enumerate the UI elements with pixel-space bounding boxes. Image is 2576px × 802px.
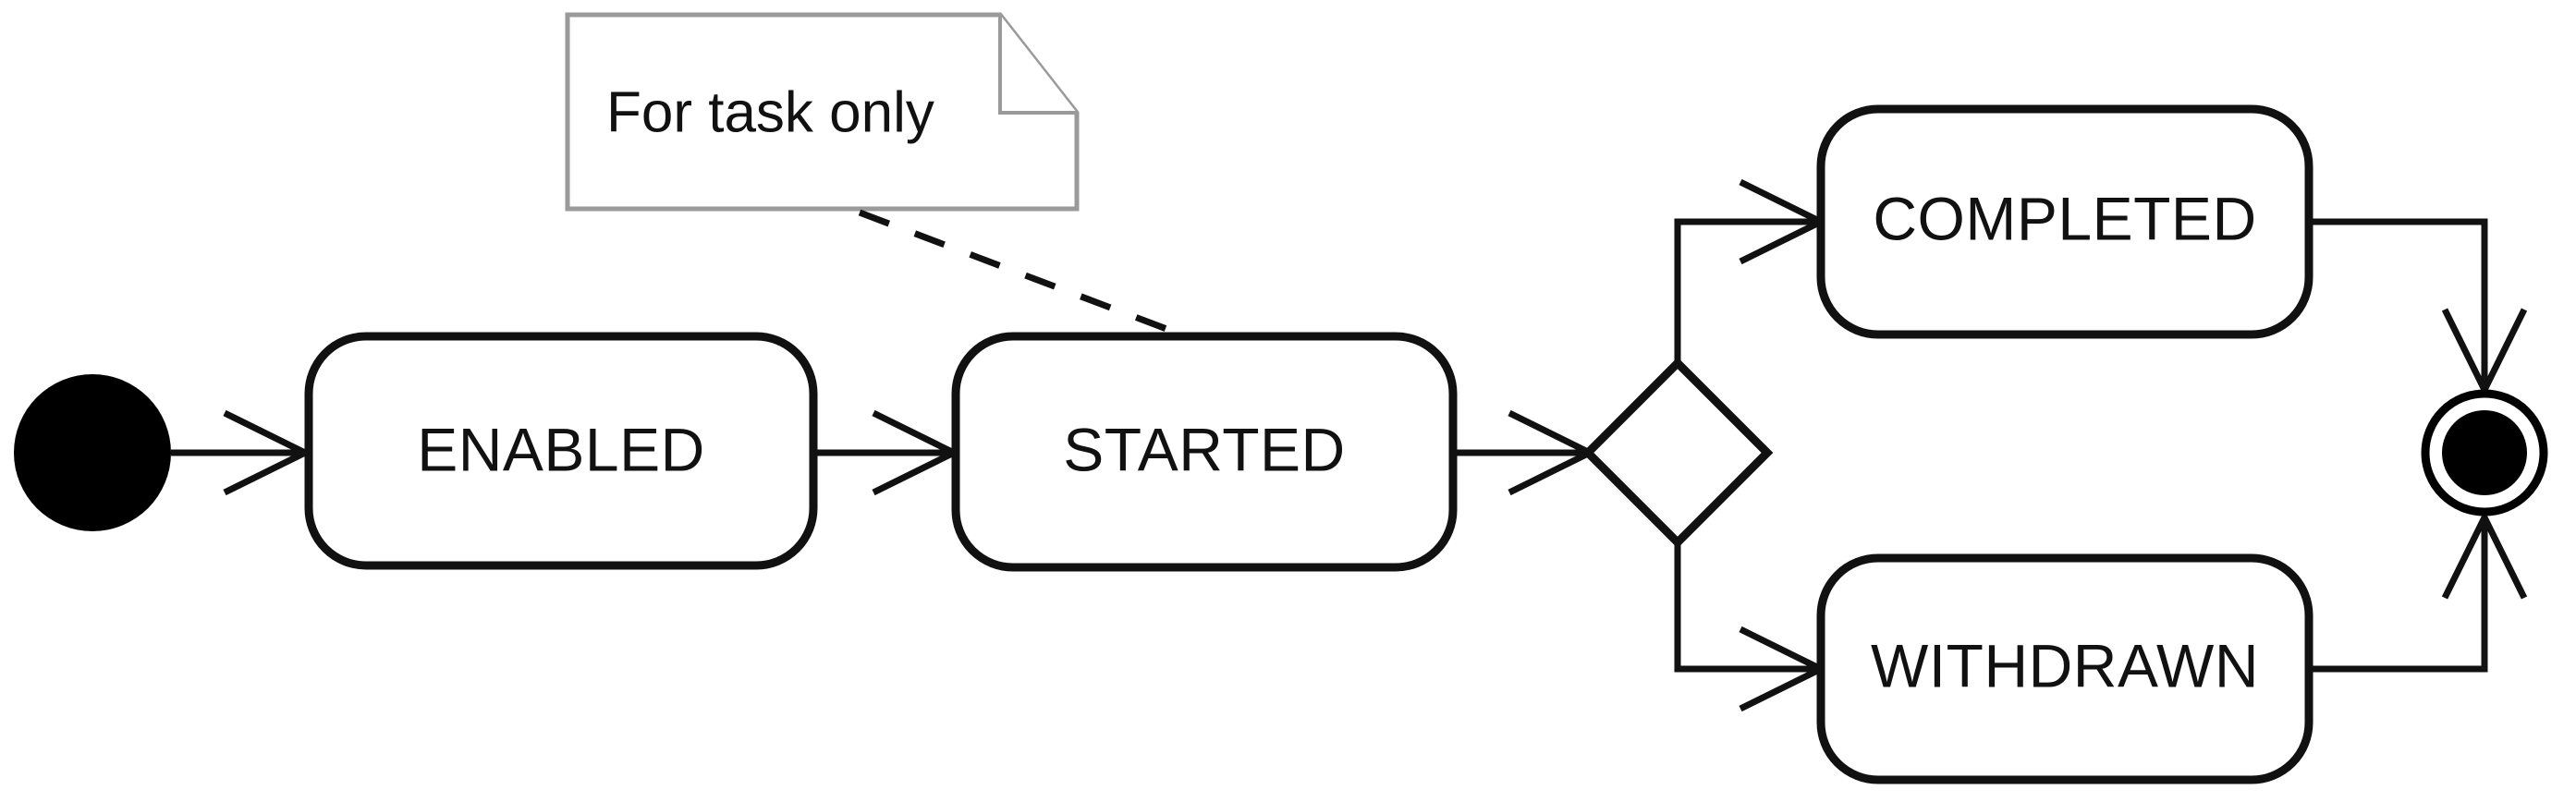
final-state-inner-disc xyxy=(2442,410,2527,495)
note-body xyxy=(565,12,1080,212)
enabled-state-node[interactable]: ENABLED xyxy=(304,332,818,570)
note-shape[interactable]: For task only xyxy=(565,12,1080,212)
completed-state-label: COMPLETED xyxy=(1873,184,2256,252)
note-fold-corner xyxy=(998,15,1077,115)
decision-node[interactable] xyxy=(1581,357,1774,549)
transition-line xyxy=(2309,517,2488,673)
transition-decision-to-completed[interactable] xyxy=(1674,178,1828,363)
transition-line xyxy=(2309,218,2488,390)
transition-withdrawn-to-final[interactable] xyxy=(2309,510,2528,673)
enabled-state-label: ENABLED xyxy=(417,415,705,483)
transition-decision-to-withdrawn[interactable] xyxy=(1674,542,1828,712)
arrowhead-open xyxy=(2441,510,2528,600)
withdrawn-state-node[interactable]: WITHDRAWN xyxy=(1816,553,2314,784)
transition-line xyxy=(1674,542,1821,673)
completed-state-node[interactable]: COMPLETED xyxy=(1816,104,2314,339)
final-state-node[interactable] xyxy=(2421,389,2548,516)
transition-line xyxy=(1674,218,1821,363)
initial-state-node[interactable] xyxy=(14,374,171,531)
transition-enabled-to-started[interactable] xyxy=(813,409,961,496)
withdrawn-state-label: WITHDRAWN xyxy=(1871,631,2259,699)
transition-started-to-decision[interactable] xyxy=(1453,409,1597,496)
transition-initial-to-enabled[interactable] xyxy=(171,409,312,496)
started-state-node[interactable]: STARTED xyxy=(951,332,1458,572)
note-text: For task only xyxy=(606,80,934,144)
started-state-label: STARTED xyxy=(1063,415,1345,483)
note-anchor-line xyxy=(858,209,1183,338)
transition-completed-to-final[interactable] xyxy=(2309,218,2528,397)
